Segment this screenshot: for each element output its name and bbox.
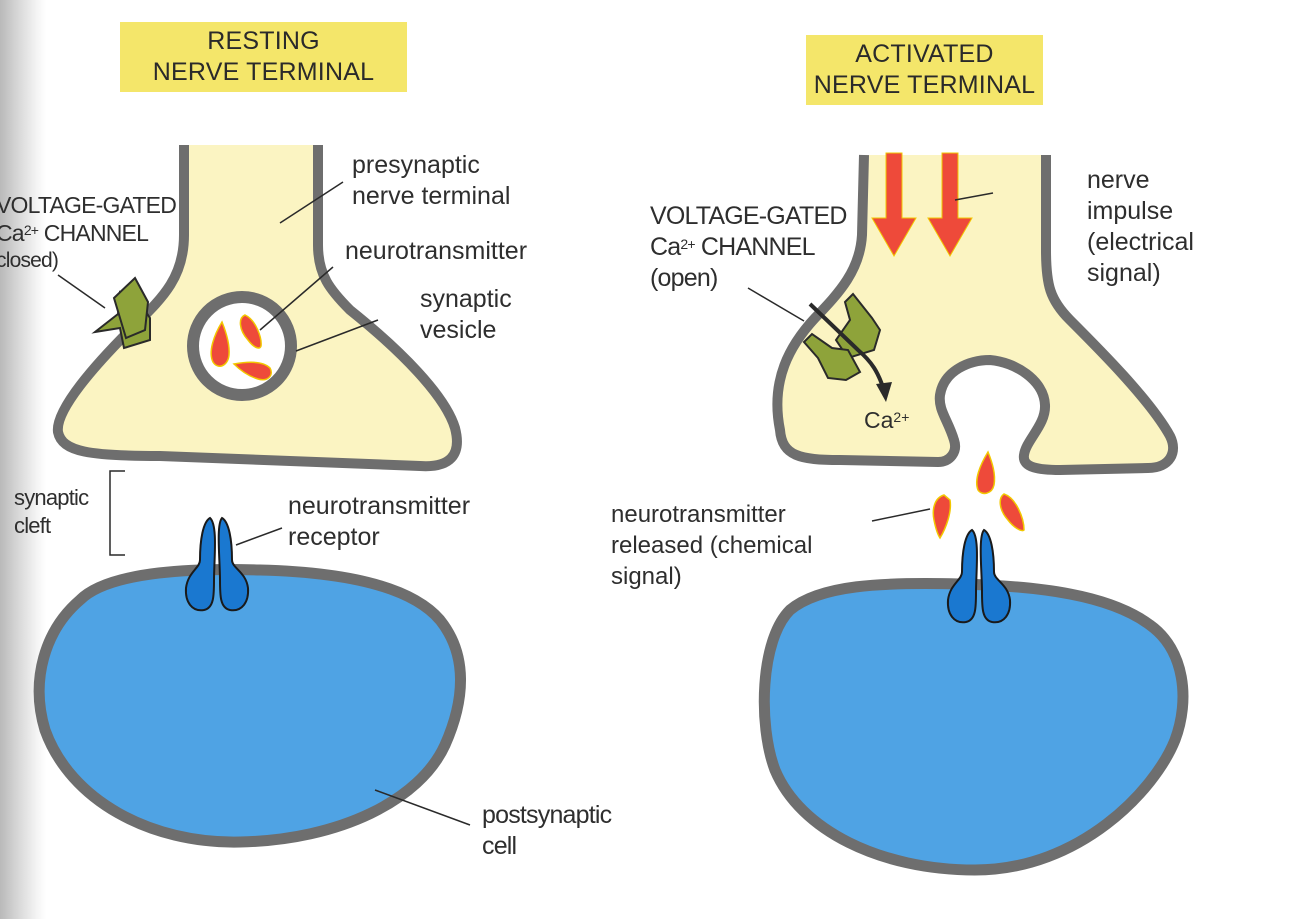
resting-neurotransmitter-receptor (184, 516, 250, 612)
title-line: RESTING (207, 27, 320, 55)
ca-text: Ca (0, 220, 25, 246)
label-line: VOLTAGE-GATED (0, 192, 177, 218)
activated-neurotransmitter-receptor (946, 528, 1012, 624)
released-neurotransmitter (932, 494, 952, 540)
neurotransmitter-molecule (239, 314, 262, 349)
label-line: signal) (1087, 259, 1161, 287)
label-line: cell (482, 832, 517, 860)
label-line: postsynaptic (482, 801, 612, 829)
label-synaptic-cleft: synaptic cleft (14, 484, 89, 540)
activated-title: ACTIVATED NERVE TERMINAL (806, 35, 1043, 105)
resting-postsynaptic-cell (33, 563, 466, 848)
label-line: vesicle (420, 316, 497, 344)
channel-text: CHANNEL (38, 220, 149, 246)
label-line: synaptic (420, 285, 512, 313)
label-postsynaptic-cell: postsynaptic cell (482, 800, 612, 862)
label-line: VOLTAGE-GATED (650, 202, 847, 230)
activated-postsynaptic-cell (758, 577, 1189, 876)
impulse-arrow (927, 152, 973, 257)
label-neurotransmitter: neurotransmitter (345, 237, 528, 265)
released-neurotransmitter (999, 493, 1025, 532)
title-line: ACTIVATED (855, 40, 994, 68)
nerve-impulse-arrows (871, 152, 973, 257)
ca-text: Ca (864, 407, 894, 433)
resting-title: RESTING NERVE TERMINAL (120, 22, 407, 92)
resting-leader-lines (57, 181, 471, 826)
ca-text: Ca (650, 233, 681, 261)
label-line: Ca2+ CHANNEL (650, 232, 847, 263)
label-line: signal) (611, 563, 682, 590)
label-channel-closed: VOLTAGE-GATED Ca2+ CHANNEL closed) (0, 191, 177, 275)
label-presynaptic-terminal: presynaptic nerve terminal (352, 150, 510, 212)
impulse-arrow (871, 152, 917, 257)
neurotransmitter-molecule (232, 361, 272, 381)
label-calcium-ion: Ca2+ (864, 405, 909, 436)
title-line: NERVE TERMINAL (152, 58, 375, 86)
label-receptor: neurotransmitter receptor (288, 491, 470, 553)
activated-panel (747, 152, 1189, 876)
label-line: (open) (650, 264, 718, 292)
label-line: impulse (1087, 197, 1174, 225)
label-line: Ca2+ CHANNEL (0, 219, 176, 247)
label-line: nerve terminal (352, 182, 511, 210)
label-channel-open: VOLTAGE-GATED Ca2+ CHANNEL (open) (650, 201, 847, 294)
label-line: synaptic (14, 485, 89, 510)
charge-superscript: 2+ (680, 236, 695, 252)
activated-leader-lines (747, 192, 994, 522)
synaptic-vesicle (187, 291, 297, 401)
label-neurotransmitter-released: neurotransmitter released (chemical sign… (611, 499, 812, 592)
label-line: nerve (1087, 166, 1150, 194)
label-line: (electrical (1087, 228, 1194, 256)
page-edge-shadow (0, 0, 46, 919)
resting-panel (33, 145, 471, 848)
label-nerve-impulse: nerve impulse (electrical signal) (1087, 165, 1194, 289)
label-line: closed) (0, 249, 59, 272)
label-line: cleft (14, 513, 51, 538)
label-line: presynaptic (352, 151, 480, 179)
voltage-gated-channel-closed (91, 276, 151, 350)
synaptic-cleft-bracket (109, 470, 125, 556)
label-synaptic-vesicle: synaptic vesicle (420, 284, 512, 346)
calcium-influx-arrowhead (876, 382, 892, 402)
label-line: neurotransmitter (288, 492, 471, 520)
neurotransmitter-molecule (210, 320, 230, 367)
label-line: neurotransmitter (611, 501, 786, 528)
label-line: receptor (288, 523, 380, 551)
title-line: NERVE TERMINAL (813, 71, 1036, 99)
charge-superscript: 2+ (893, 409, 910, 425)
charge-superscript: 2+ (23, 222, 39, 238)
released-neurotransmitter (976, 450, 996, 495)
channel-text: CHANNEL (694, 233, 816, 261)
label-line: released (chemical (611, 532, 813, 559)
activated-presynaptic-terminal (772, 154, 1178, 475)
